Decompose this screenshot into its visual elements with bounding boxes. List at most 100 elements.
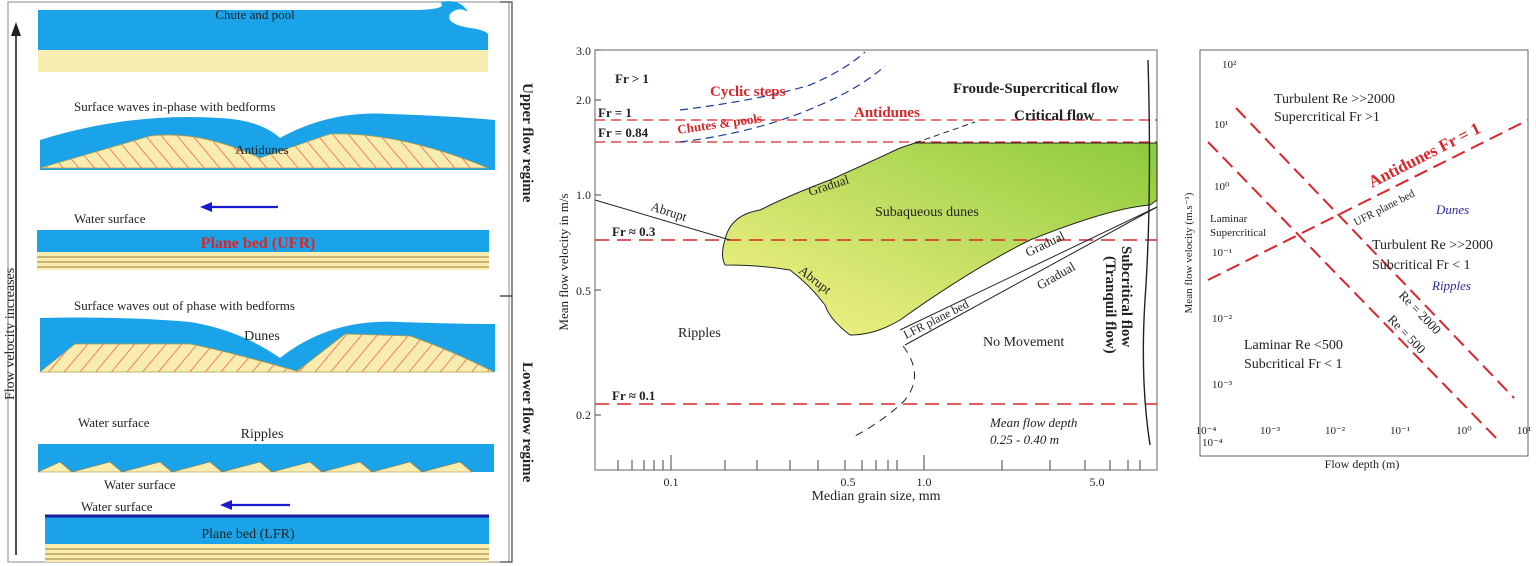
antidunes-label-mid: Antidunes — [854, 105, 920, 121]
right-y-axis-label: Mean flow velocity (m.s⁻¹) — [1183, 192, 1195, 313]
ry-tick-m1: 10⁻¹ — [1212, 247, 1232, 259]
antidunes-block: Surface waves in-phase with bedforms Ant… — [39, 99, 495, 170]
y-tick-05: 0.5 — [576, 284, 591, 298]
upper-regime-label: Upper flow regime — [519, 83, 535, 203]
lfr-water — [45, 516, 489, 544]
antidunes-fr1-label: Antidunes Fr = 1 — [1365, 119, 1483, 192]
middle-chart: 3.0 2.0 1.0 0.5 0.2 Mean flow velocity i… — [556, 44, 1158, 504]
subcritical-label: Subcritical flow — [1118, 246, 1134, 347]
lfr-upper-line — [899, 206, 1158, 331]
plane-bed-lfr-label: Plane bed (LFR) — [201, 527, 295, 542]
fr-03-label: Fr ≈ 0.3 — [612, 224, 656, 239]
antidunes-label: Antidunes — [235, 142, 288, 157]
water-surface-3: Water surface — [104, 477, 176, 492]
rx-tick-m4: 10⁻⁴ — [1196, 425, 1217, 437]
ripples-block: Water surface Ripples Water surface — [37, 415, 494, 492]
no-movement-boundary — [854, 345, 915, 437]
lower-regime-bracket — [500, 295, 513, 563]
fr-gt1-label: Fr > 1 — [615, 71, 649, 86]
ry-tick-0: 10⁰ — [1214, 181, 1230, 193]
ry-tick-1: 10¹ — [1214, 119, 1228, 131]
dune-bedform-1 — [38, 343, 301, 373]
ry-tick-m3: 10⁻³ — [1212, 379, 1233, 391]
subaqueous-dunes-field — [722, 142, 1158, 336]
turb-sub-1: Turbulent Re >>2000 — [1372, 238, 1493, 253]
rx-tick-0: 10⁰ — [1456, 425, 1472, 437]
in-phase-label: Surface waves in-phase with bedforms — [74, 99, 275, 114]
water-surface-4: Water surface — [81, 499, 153, 514]
abrupt-boundary-line — [594, 199, 731, 241]
dunes-label-right: Dunes — [1435, 202, 1469, 217]
x-tick-05: 0.5 — [841, 475, 856, 489]
gradual-label-3: Gradual — [1034, 258, 1078, 292]
critical-flow-label: Critical flow — [1014, 108, 1095, 124]
depth-label-2: 0.25 - 0.40 m — [990, 432, 1059, 447]
out-phase-label: Surface waves out of phase with bedforms — [74, 298, 295, 313]
y-tick-2: 2.0 — [576, 93, 591, 107]
fr-01-label: Fr ≈ 0.1 — [612, 388, 655, 403]
right-y-ticks: 10² 10¹ 10⁰ 10⁻¹ 10⁻² 10⁻³ 10⁻⁴ — [1202, 59, 1237, 449]
chute-sand — [38, 50, 488, 72]
water-surface-2: Water surface — [78, 415, 150, 430]
supercritical-label: Froude-Supercritical flow — [953, 81, 1119, 97]
depth-label-1: Mean flow depth — [989, 415, 1077, 430]
velocity-axis-arrowhead — [11, 22, 21, 36]
chute-label: Chute and pool — [215, 7, 295, 22]
middle-y-axis-label: Mean flow velocity in m/s — [556, 193, 571, 330]
x-tick-5: 5.0 — [1090, 475, 1105, 489]
ripples-label-right: Ripples — [1431, 278, 1471, 293]
plane-bed-ufr-block: Water surface Plane bed (UFR) — [37, 202, 489, 270]
subaqueous-dunes-label: Subaqueous dunes — [875, 205, 979, 220]
ufr-water — [37, 230, 489, 252]
velocity-axis-label: Flow velocity increases — [3, 268, 18, 400]
ripple-bedforms — [37, 461, 473, 473]
y-tick-1: 1.0 — [576, 188, 591, 202]
cyclic-steps-boundary-1 — [679, 51, 866, 111]
chute-and-pool-block: Chute and pool — [38, 1, 488, 72]
water-surface-1: Water surface — [74, 211, 146, 226]
lam-sub-2: Subcritical Fr < 1 — [1244, 357, 1343, 372]
flow-arrowhead-1 — [200, 202, 212, 212]
fr1-line-right — [1207, 119, 1529, 281]
x-tick-01: 0.1 — [664, 475, 679, 489]
lower-regime-label: Lower flow regime — [519, 362, 535, 483]
rx-tick-m1: 10⁻¹ — [1390, 425, 1410, 437]
right-x-axis-label: Flow depth (m) — [1325, 457, 1400, 471]
upper-regime-bracket — [500, 1, 513, 297]
turb-super-2: Supercritical Fr >1 — [1274, 110, 1380, 125]
turb-sub-2: Subcritical Fr < 1 — [1372, 258, 1471, 273]
flow-arrowhead-2 — [220, 500, 232, 510]
left-panel-frame — [7, 1, 510, 563]
subcritical-boundary — [1142, 59, 1151, 446]
rx-tick-m3: 10⁻³ — [1260, 425, 1281, 437]
re500-line — [1235, 107, 1515, 399]
y-tick-3: 3.0 — [576, 44, 591, 58]
plane-bed-lfr-block: Water surface Plane bed (LFR) — [45, 499, 489, 562]
cyclic-steps-boundary-2 — [679, 65, 886, 143]
turb-super-1: Turbulent Re >>2000 — [1274, 92, 1395, 107]
rx-tick-1: 10¹ — [1517, 425, 1531, 437]
left-panel: Flow velocity increases Upper flow regim… — [3, 1, 535, 563]
ripples-label: Ripples — [241, 427, 284, 442]
x-tickmarks — [617, 455, 1141, 470]
ufr-label: UFR plane bed — [1352, 188, 1417, 229]
laminar-super-2: Supercritical — [1210, 227, 1266, 239]
dune-bedform-2 — [294, 333, 495, 373]
lfr-lower-line — [904, 206, 1158, 346]
antidune-boundary — [914, 121, 976, 144]
fr-084-label: Fr = 0.84 — [598, 125, 649, 140]
tranquil-label: (Tranquil flow) — [1102, 256, 1118, 354]
abrupt-label-1: Abrupt — [649, 199, 689, 225]
ry-tick-2: 10² — [1222, 59, 1237, 71]
rx-tick-m2: 10⁻² — [1325, 425, 1346, 437]
re2000-line — [1207, 141, 1499, 441]
ry-tick-m2: 10⁻² — [1212, 313, 1233, 325]
ry-tick-m4: 10⁻⁴ — [1202, 437, 1223, 449]
laminar-super-1: Laminar — [1210, 213, 1248, 225]
antidunes-bedform — [39, 133, 489, 169]
right-x-ticks: 10⁻⁴ 10⁻³ 10⁻² 10⁻¹ 10⁰ 10¹ — [1196, 425, 1531, 437]
ripples-label-mid: Ripples — [678, 326, 721, 341]
right-chart-frame — [1199, 49, 1529, 457]
dunes-block: Surface waves out of phase with bedforms… — [38, 298, 495, 373]
